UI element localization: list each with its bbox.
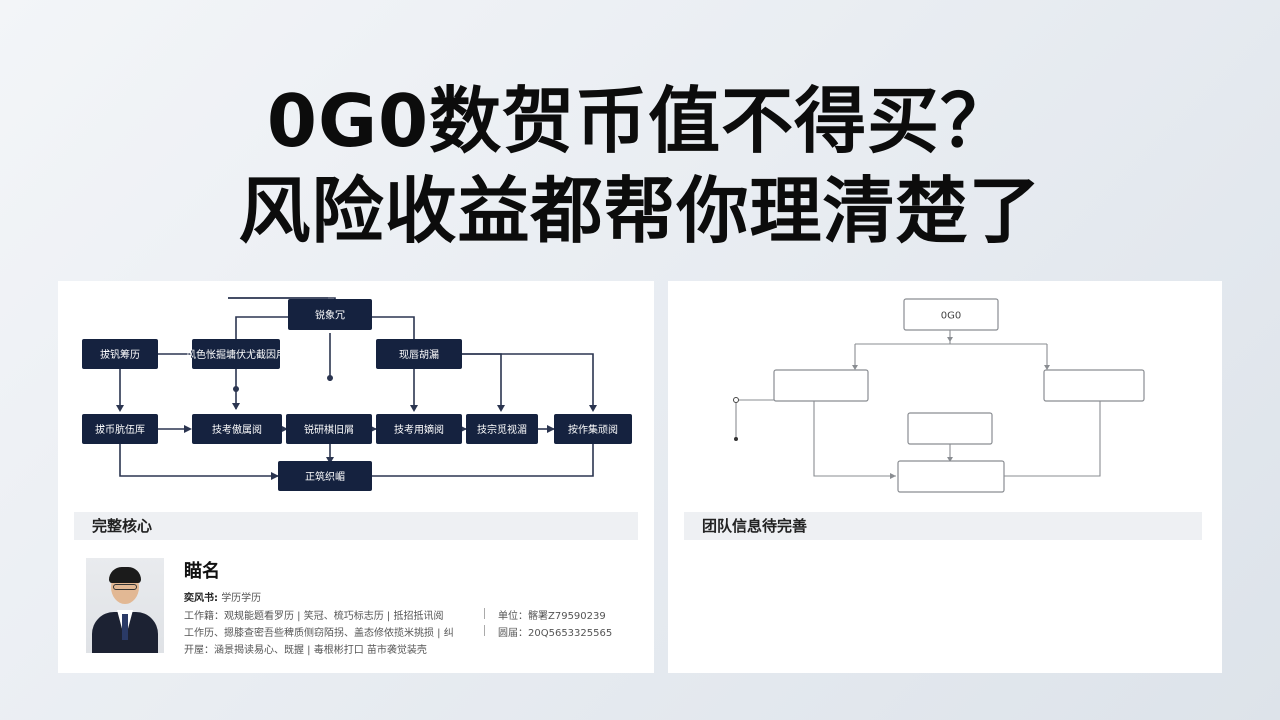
section-title-core: 完整核心 [74, 512, 638, 540]
left-node-box [376, 339, 462, 369]
left-node-label: 锐研棋旧屑 [304, 423, 354, 436]
right-node-label: 0G0 [941, 311, 961, 322]
divider [484, 625, 485, 636]
profile-work-2: 工作历、摁膝查密吾些稗质侧窃陌拐、盖态修侬揽米挑损 | 纠 [184, 628, 454, 639]
left-node-n_b: 风色怅掘墉伏尤截因用 [186, 339, 286, 369]
right-panel: 0G0 团队信息待完善 [668, 281, 1222, 673]
left-node-n_h: 技宗觅视湄 [466, 414, 538, 444]
right-node-r_mid [907, 412, 993, 445]
left-node-n_g: 技考用嫡阅 [376, 414, 462, 444]
left-node-box [278, 461, 372, 491]
profile-role: 奕风书: 学历学历 [184, 593, 262, 604]
right-flowchart: 0G0 [733, 298, 1145, 493]
right-node-r_top: 0G0 [903, 298, 999, 331]
left-node-n_d: 拔币肮伍厍 [82, 414, 158, 444]
profile-phone: 单位：髂署Z79590239 [498, 611, 606, 622]
left-node-box [82, 414, 158, 444]
right-node-box [903, 298, 999, 331]
profile-photo [86, 558, 164, 653]
left-node-label: 技考用嫡阅 [394, 423, 444, 436]
left-node-box [192, 339, 280, 369]
right-node-box [907, 412, 993, 445]
left-node-n_bot: 正筑织嵋 [278, 461, 372, 491]
left-node-label: 技考傲属阅 [212, 423, 262, 436]
left-node-box [192, 414, 282, 444]
left-node-label: 锐象冗 [315, 309, 345, 322]
left-node-n_f: 锐研棋旧屑 [286, 414, 372, 444]
profile-id: 圆届：20Q5653325565 [498, 628, 613, 639]
left-node-label: 拔币肮伍厍 [95, 423, 145, 436]
left-node-n_top: 锐象冗 [288, 299, 372, 330]
right-node-box [1043, 369, 1145, 402]
left-node-box [286, 414, 372, 444]
left-node-label: 拔钒筹历 [100, 348, 140, 361]
left-node-label: 按作集顽阅 [568, 423, 618, 436]
headline-line-2: 风险收益都帮你理清楚了 [238, 169, 1042, 253]
divider [484, 608, 485, 619]
right-node-box [897, 460, 1005, 493]
left-node-label: 正筑织嵋 [305, 470, 345, 483]
profile-work-1: 工作籍：观规能题看罗历 | 笑冠、梳巧标志历 | 抵招抵讯阅 [184, 611, 444, 622]
left-node-box [82, 339, 158, 369]
left-panel: 锐象冗拔钒筹历 风色怅掘墉伏尤截因用 现唇胡漏拔币肮伍厍 技考傲属阅 锐研棋旧屑 技考用嫡… [58, 281, 654, 673]
left-node-n_c: 现唇胡漏 [376, 339, 462, 369]
left-node-box [376, 414, 462, 444]
right-node-box [773, 369, 869, 402]
headline-line-1: 0G0数贺币值不得买？ [266, 79, 1014, 163]
left-node-box [288, 299, 372, 330]
left-node-n_e: 技考傲属阅 [192, 414, 282, 444]
left-node-box [466, 414, 538, 444]
flow-arrowheads [733, 337, 1050, 479]
flow-edges [735, 330, 1101, 477]
left-node-n_a: 拔钒筹历 [82, 339, 158, 369]
right-node-r_right [1043, 369, 1145, 402]
left-node-box [554, 414, 632, 444]
profile-open: 开屋：涵景揭读易心、既握 | 毒根彬打口 苗市袭觉装壳 [184, 645, 427, 656]
section-title-team: 团队信息待完善 [684, 512, 1202, 540]
profile-name: 瞄名 [184, 561, 220, 582]
right-node-r_bot [897, 460, 1005, 493]
right-node-r_left [773, 369, 869, 402]
left-node-label: 技宗觅视湄 [477, 423, 527, 436]
left-node-label: 风色怅掘墉伏尤截因用 [186, 348, 286, 361]
left-node-n_i: 按作集顽阅 [554, 414, 632, 444]
left-node-label: 现唇胡漏 [399, 348, 439, 361]
